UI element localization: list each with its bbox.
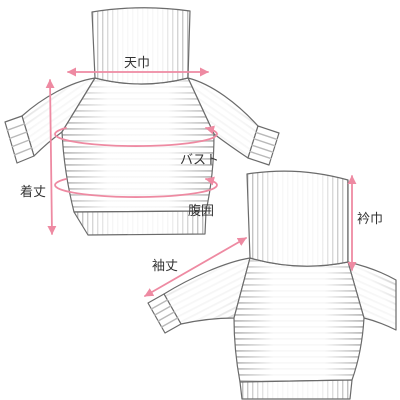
front-collar [91,7,191,85]
back-right-sleeve-outline [347,261,397,331]
cuff-rib-line [9,131,28,140]
cuff-rib-line [249,150,272,160]
front-left-cuff [4,115,35,164]
back-right-sleeve [347,261,397,331]
sleeve-length-arrow [144,237,247,297]
sleeve-length-label: 袖丈 [152,259,178,274]
back-hem-outline [239,379,353,400]
front-collar-outline [91,7,191,85]
back-left-cuff-outline [147,293,182,334]
back-body-outline [233,257,365,383]
bust-ellipse [54,125,218,147]
front-hem [73,210,207,236]
front-body-outline [61,77,215,213]
cuff-rib-line [13,147,33,156]
cuff-rib-line [157,311,175,322]
back-hem [239,379,353,400]
cuff-rib-line [253,138,276,147]
front-measurements: 天巾 着丈 バスト 腹囲 [20,56,219,235]
length-arrow [45,79,57,235]
cuff-rib-line [150,299,169,310]
back-left-cuff [147,293,182,334]
front-right-cuff [247,125,280,166]
cuff-rib-line [251,144,274,153]
front-sweater [4,7,280,236]
front-body [61,77,215,213]
cuff-rib-line [255,131,278,141]
back-collar-outline [246,170,349,267]
back-collar [246,170,349,267]
cuff-rib-line [154,305,172,316]
length-label: 着丈 [20,184,46,200]
back-measurements: 衿巾 袖丈 [144,175,383,297]
bust-label: バスト [180,153,219,168]
waist-ellipse [54,176,218,198]
top-width-label: 天巾 [124,56,150,71]
front-hem-outline [73,210,207,236]
collar-width-label: 衿巾 [357,212,383,227]
cuff-rib-line [6,123,26,131]
cuff-rib-line [160,317,179,328]
front-right-cuff-outline [247,125,280,166]
waist-label: 腹囲 [188,203,214,219]
cuff-rib-line [11,139,30,148]
back-body [233,257,365,383]
